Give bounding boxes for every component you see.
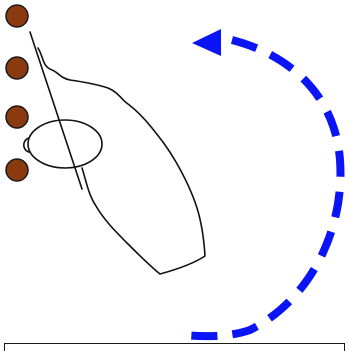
- pendulum-ellipse[interactable]: [28, 120, 102, 168]
- bead-1[interactable]: [6, 5, 28, 27]
- hand-drawn-outline: [38, 48, 205, 274]
- drawing-canvas[interactable]: [0, 0, 349, 343]
- bead-2[interactable]: [6, 57, 28, 79]
- rotate-arrow-path: [183, 40, 340, 336]
- bead-column: [6, 5, 28, 181]
- bead-4[interactable]: [6, 159, 28, 181]
- bottom-panel: [4, 343, 345, 351]
- bead-3[interactable]: [6, 106, 28, 128]
- rotate-arrow-icon[interactable]: [183, 29, 340, 336]
- rotate-arrow-head: [192, 29, 221, 56]
- pendulum-line: [30, 32, 82, 189]
